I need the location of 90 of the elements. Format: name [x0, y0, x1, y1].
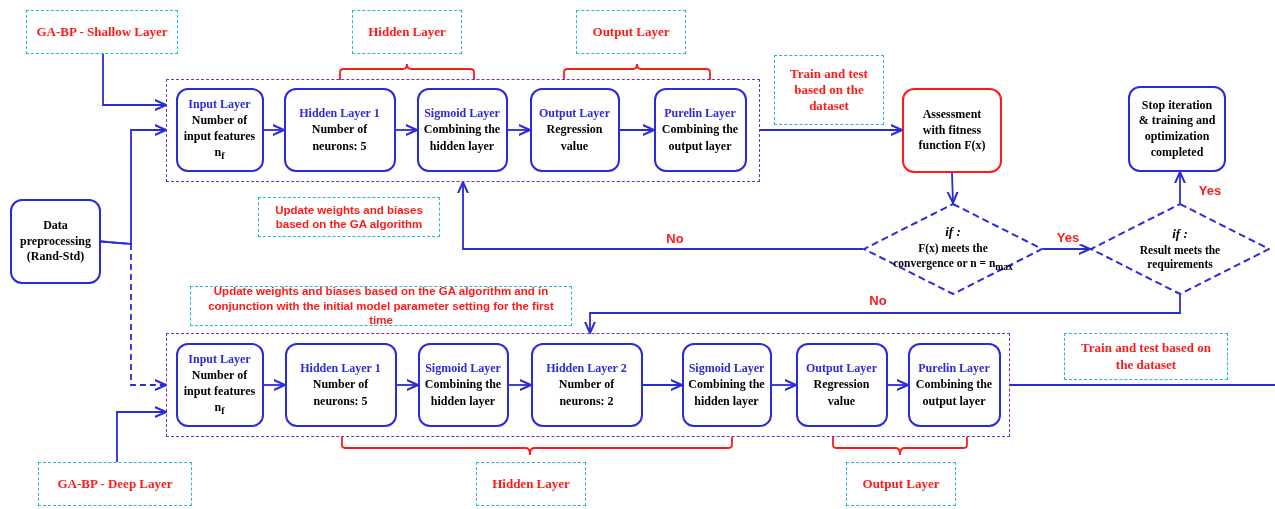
annotation-box	[1064, 333, 1228, 380]
arrow	[507, 123, 531, 137]
layer-title: Sigmoid Layer	[425, 360, 501, 377]
arrow	[263, 123, 285, 137]
layer-description: Number of input features n$_{f}$	[182, 111, 257, 164]
layer-box	[795, 342, 888, 427]
annotation-text: Update weights and biases based on the GA algorithm	[274, 202, 424, 232]
layer-box	[283, 87, 396, 172]
layer-description: Combining the output layer	[660, 121, 740, 154]
annotation-text: Hidden Layer	[492, 475, 570, 493]
layer-description: Combining the output layer	[914, 376, 994, 409]
annotation-text: Train and test based on the dataset	[789, 65, 869, 115]
arrow	[263, 378, 286, 392]
decision-diamond	[863, 203, 1043, 295]
annotation-text: GA-BP - Deep Layer	[57, 475, 173, 493]
annotation-box	[38, 462, 192, 506]
layer-box	[284, 342, 397, 427]
condition-text: F(x) meets the convergence or n = n$_{max}$	[893, 241, 1013, 274]
layer-title: Sigmoid Layer	[424, 105, 500, 122]
layer-box	[417, 342, 509, 427]
annotation-text: Output Layer	[862, 475, 940, 493]
layer-description: Number of neurons: 5	[310, 121, 369, 154]
annotation-text: Train and test based on the dataset	[1080, 340, 1212, 373]
layer-description: Number of input features n$_{f}$	[182, 366, 257, 419]
arrow	[946, 172, 959, 204]
layer-description: Regression value	[812, 376, 871, 409]
arrow	[116, 405, 167, 463]
layer-title: Sigmoid Layer	[688, 360, 765, 377]
condition-text: Result meets the requirements	[1138, 242, 1222, 273]
annotation-box	[352, 10, 462, 54]
process-box	[1128, 86, 1226, 172]
assessment-box	[902, 88, 1002, 173]
layer-title: Purelin Layer	[918, 360, 990, 377]
layer-box	[907, 342, 1001, 427]
arrow	[456, 181, 864, 250]
layer-description: Regression value	[545, 121, 604, 154]
layer-box	[529, 87, 620, 172]
annotation-box	[190, 286, 572, 326]
layer-description: Number of neurons: 5	[311, 376, 370, 409]
layer-description: Number of neurons: 2	[557, 376, 616, 409]
layer-title: Input Layer	[188, 95, 251, 112]
layer-title: Purelin Layer	[664, 105, 736, 122]
arrow	[583, 294, 1181, 334]
arrow	[100, 240, 167, 392]
layer-box	[416, 87, 508, 172]
annotation-text: Update weights and biases based on the GA algorithm and in conjunction with the initial model parameter setting for the first time	[207, 284, 555, 328]
arrow	[508, 378, 532, 392]
layer-box	[681, 342, 772, 427]
annotation-box	[846, 462, 956, 506]
layer-box	[175, 87, 264, 172]
layer-box	[175, 342, 264, 427]
process-box	[10, 199, 101, 284]
annotation-text: Output Layer	[592, 23, 670, 41]
arrow	[1042, 242, 1091, 256]
layer-title: Hidden Layer 2	[546, 360, 627, 377]
arrow	[771, 378, 797, 392]
dashed-group-frame	[166, 79, 760, 182]
layer-title: Output Layer	[806, 360, 877, 377]
arrow	[102, 53, 167, 112]
arrow	[642, 378, 683, 392]
annotation-text: Hidden Layer	[368, 23, 446, 41]
layer-title: Hidden Layer 1	[300, 360, 381, 377]
layer-description: Combining the hidden layer	[423, 376, 503, 409]
condition-keyword: if :	[1172, 225, 1188, 243]
annotation-box	[476, 462, 586, 506]
annotation-box	[774, 55, 884, 125]
layer-title: Output Layer	[539, 105, 610, 122]
layer-title: Hidden Layer 1	[299, 105, 380, 122]
layer-title: Input Layer	[188, 350, 251, 367]
arrow	[395, 123, 418, 137]
annotation-text: GA-BP - Shallow Layer	[36, 23, 168, 41]
box-text: Stop iteration & training and optimization completed	[1137, 97, 1217, 161]
arrow	[1173, 171, 1187, 204]
layer-box	[530, 342, 643, 427]
layer-description: Combining the hidden layer	[687, 376, 766, 409]
condition-keyword: if :	[945, 224, 961, 242]
annotation-box	[26, 10, 178, 54]
arrow	[619, 123, 655, 137]
decision-diamond	[1090, 203, 1270, 295]
annotation-box	[576, 10, 686, 54]
connector-line	[1009, 384, 1275, 386]
arrow	[396, 378, 419, 392]
box-text: Data preprocessing (Rand-Std)	[19, 218, 92, 265]
dashed-group-frame	[166, 333, 1010, 437]
annotation-box	[258, 197, 440, 237]
layer-box	[653, 87, 747, 172]
arrow	[887, 378, 909, 392]
box-text: Assessment with fitness function F(x)	[917, 107, 987, 154]
layer-description: Combining the hidden layer	[422, 121, 502, 154]
arrow	[759, 123, 903, 137]
